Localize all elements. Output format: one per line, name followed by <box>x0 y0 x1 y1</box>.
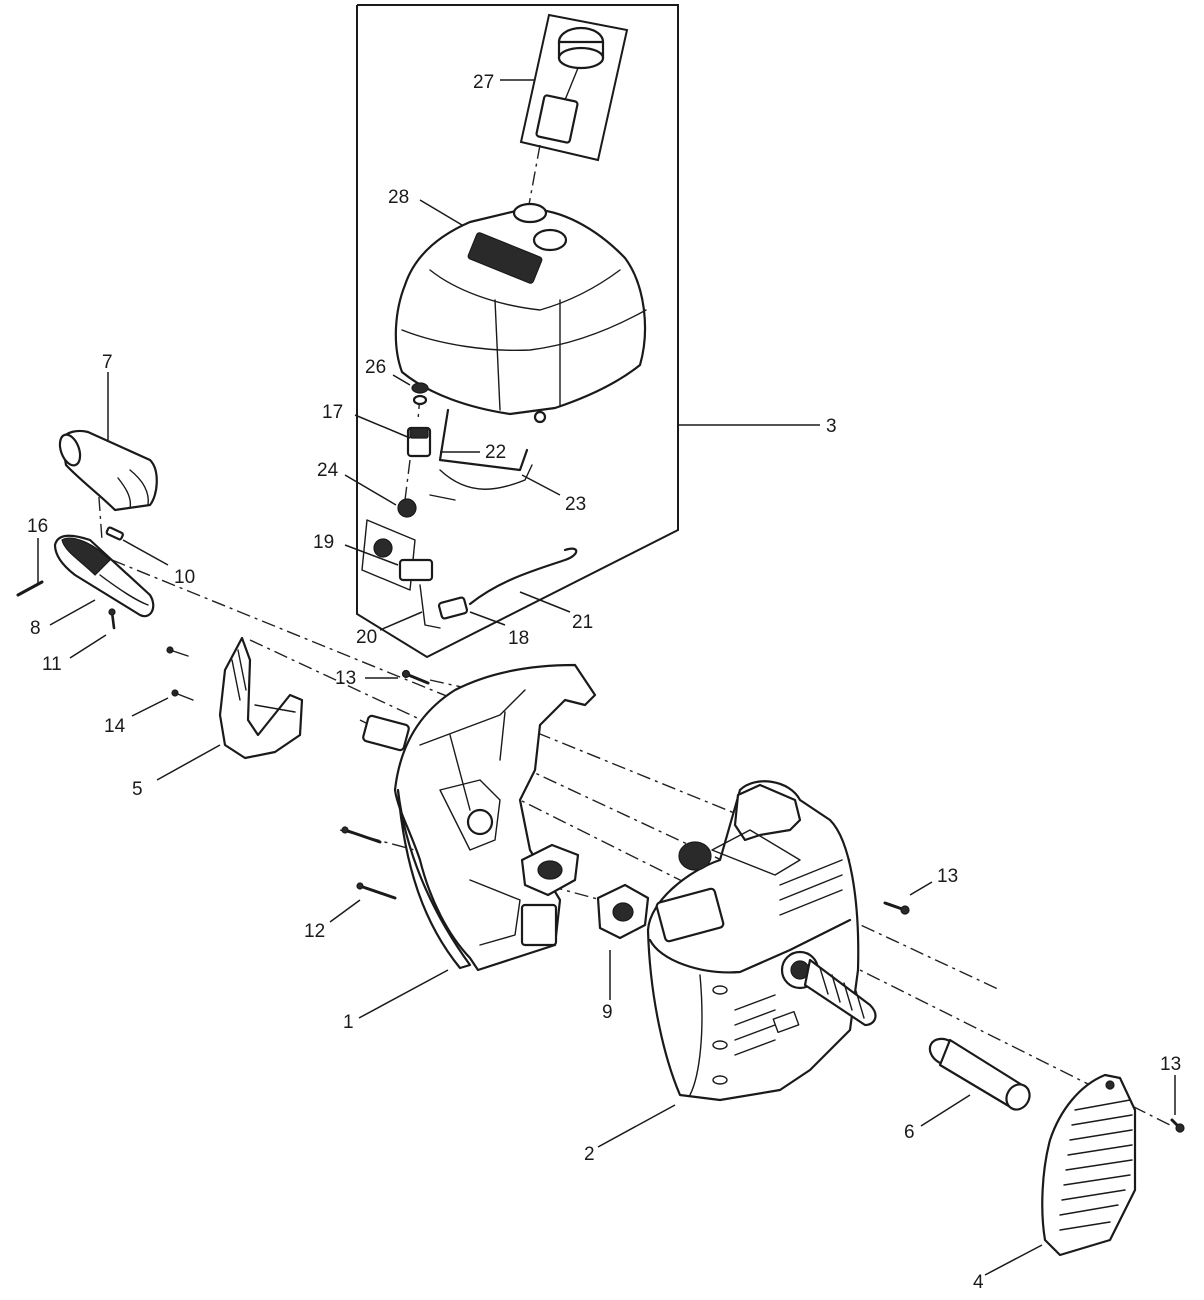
callout-5: 5 <box>132 779 143 800</box>
fuel-cap-with-filter <box>519 13 629 162</box>
callout-2: 2 <box>584 1144 595 1165</box>
drive-shaft-sleeve <box>803 958 877 1027</box>
callout-7: 7 <box>102 352 113 373</box>
callout-28: 28 <box>388 187 409 208</box>
callout-24: 24 <box>317 460 339 481</box>
callout-16: 16 <box>27 516 48 537</box>
screw-13-far-right <box>1170 1118 1185 1133</box>
fuel-grommet <box>411 382 429 406</box>
fuel-tank <box>394 202 647 424</box>
screw-13-top <box>401 669 430 685</box>
handle-grip <box>53 534 155 618</box>
callout-13-right: 13 <box>937 866 958 887</box>
callout-20: 20 <box>356 627 377 648</box>
callout-10: 10 <box>174 567 195 588</box>
callout-labels: 1 2 3 4 5 6 7 8 9 10 11 12 13 13 13 14 1… <box>27 72 1181 1293</box>
grip-screw-10 <box>105 526 124 541</box>
callout-21: 21 <box>572 612 593 633</box>
engine-housing <box>646 780 860 1102</box>
callout-11: 11 <box>42 654 62 675</box>
callout-8: 8 <box>30 618 41 639</box>
housing-screws-12 <box>341 826 397 900</box>
primer-bulb-assembly <box>361 519 434 591</box>
callout-1: 1 <box>343 1012 354 1033</box>
callout-13-far-right: 13 <box>1160 1054 1181 1075</box>
grip-screw-11 <box>108 608 116 630</box>
shaft-bushing <box>928 1037 1031 1111</box>
callout-14: 14 <box>104 716 126 737</box>
vibration-mount-9 <box>520 843 650 940</box>
callout-19: 19 <box>313 532 334 553</box>
handle-cover <box>58 429 158 512</box>
callout-12: 12 <box>304 921 325 942</box>
callout-3: 3 <box>826 416 837 437</box>
callout-18: 18 <box>508 628 529 649</box>
callout-27: 27 <box>473 72 494 93</box>
fuel-filter-and-hose <box>419 547 578 629</box>
screw-13-right <box>883 901 910 915</box>
callout-9: 9 <box>602 1002 613 1023</box>
callout-22: 22 <box>485 442 506 463</box>
tank-vent <box>406 426 432 458</box>
fuel-tank-assembly-frame <box>356 4 679 659</box>
left-housing-half <box>362 663 597 972</box>
check-valve <box>397 498 417 518</box>
end-cover <box>1041 1073 1137 1257</box>
callout-13-top: 13 <box>335 668 356 689</box>
throttle-trigger <box>166 636 304 760</box>
leader-lines <box>37 79 1176 1276</box>
fuel-lines <box>429 408 533 501</box>
callout-26: 26 <box>365 357 386 378</box>
callout-23: 23 <box>565 494 586 515</box>
callout-17: 17 <box>322 402 343 423</box>
callout-6: 6 <box>904 1122 915 1143</box>
callout-4: 4 <box>973 1272 984 1293</box>
